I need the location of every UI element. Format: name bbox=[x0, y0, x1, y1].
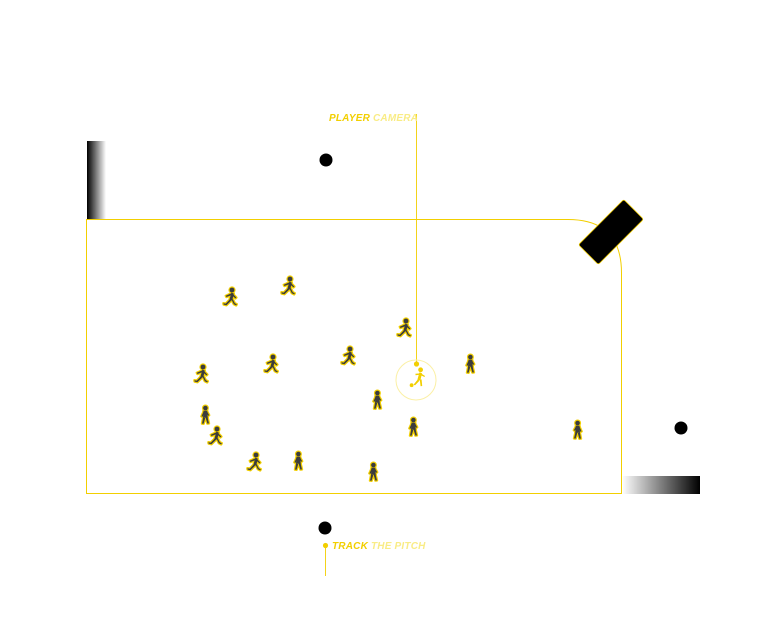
running-player-icon bbox=[340, 345, 356, 366]
running-player-icon bbox=[280, 275, 296, 296]
running-player-icon bbox=[368, 461, 379, 482]
running-player-icon bbox=[263, 353, 279, 374]
left-goal-marker bbox=[87, 141, 106, 219]
camera-icon bbox=[578, 199, 644, 265]
running-player-icon bbox=[200, 404, 211, 425]
player-camera-label-strong: PLAYER bbox=[329, 113, 371, 124]
running-player-icon bbox=[222, 286, 239, 307]
running-player-icon bbox=[572, 419, 583, 440]
player-with-ball-icon bbox=[409, 367, 425, 388]
track-pitch-callout-dot bbox=[322, 542, 329, 549]
running-player-icon bbox=[246, 451, 262, 472]
right-goal-marker bbox=[622, 476, 700, 494]
tracking-node-right bbox=[674, 421, 688, 435]
player-camera-label-light: CAMERA bbox=[370, 113, 419, 124]
running-player-icon bbox=[372, 389, 383, 410]
running-player-icon bbox=[193, 363, 210, 384]
player-camera-label: PLAYER CAMERA bbox=[329, 113, 418, 124]
track-pitch-label-strong: TRACK bbox=[332, 541, 368, 552]
track-pitch-label-light: THE PITCH bbox=[368, 541, 426, 552]
running-player-icon bbox=[207, 425, 224, 446]
tracking-node-bottom bbox=[318, 521, 332, 535]
running-player-icon bbox=[293, 450, 304, 471]
player-camera-callout-dot bbox=[413, 361, 420, 367]
track-pitch-label: TRACK THE PITCH bbox=[332, 541, 426, 552]
running-player-icon bbox=[465, 353, 476, 374]
tracking-node-top bbox=[319, 153, 333, 167]
running-player-icon bbox=[396, 317, 412, 338]
focus-ring bbox=[395, 359, 437, 401]
running-player-icon bbox=[408, 416, 419, 437]
